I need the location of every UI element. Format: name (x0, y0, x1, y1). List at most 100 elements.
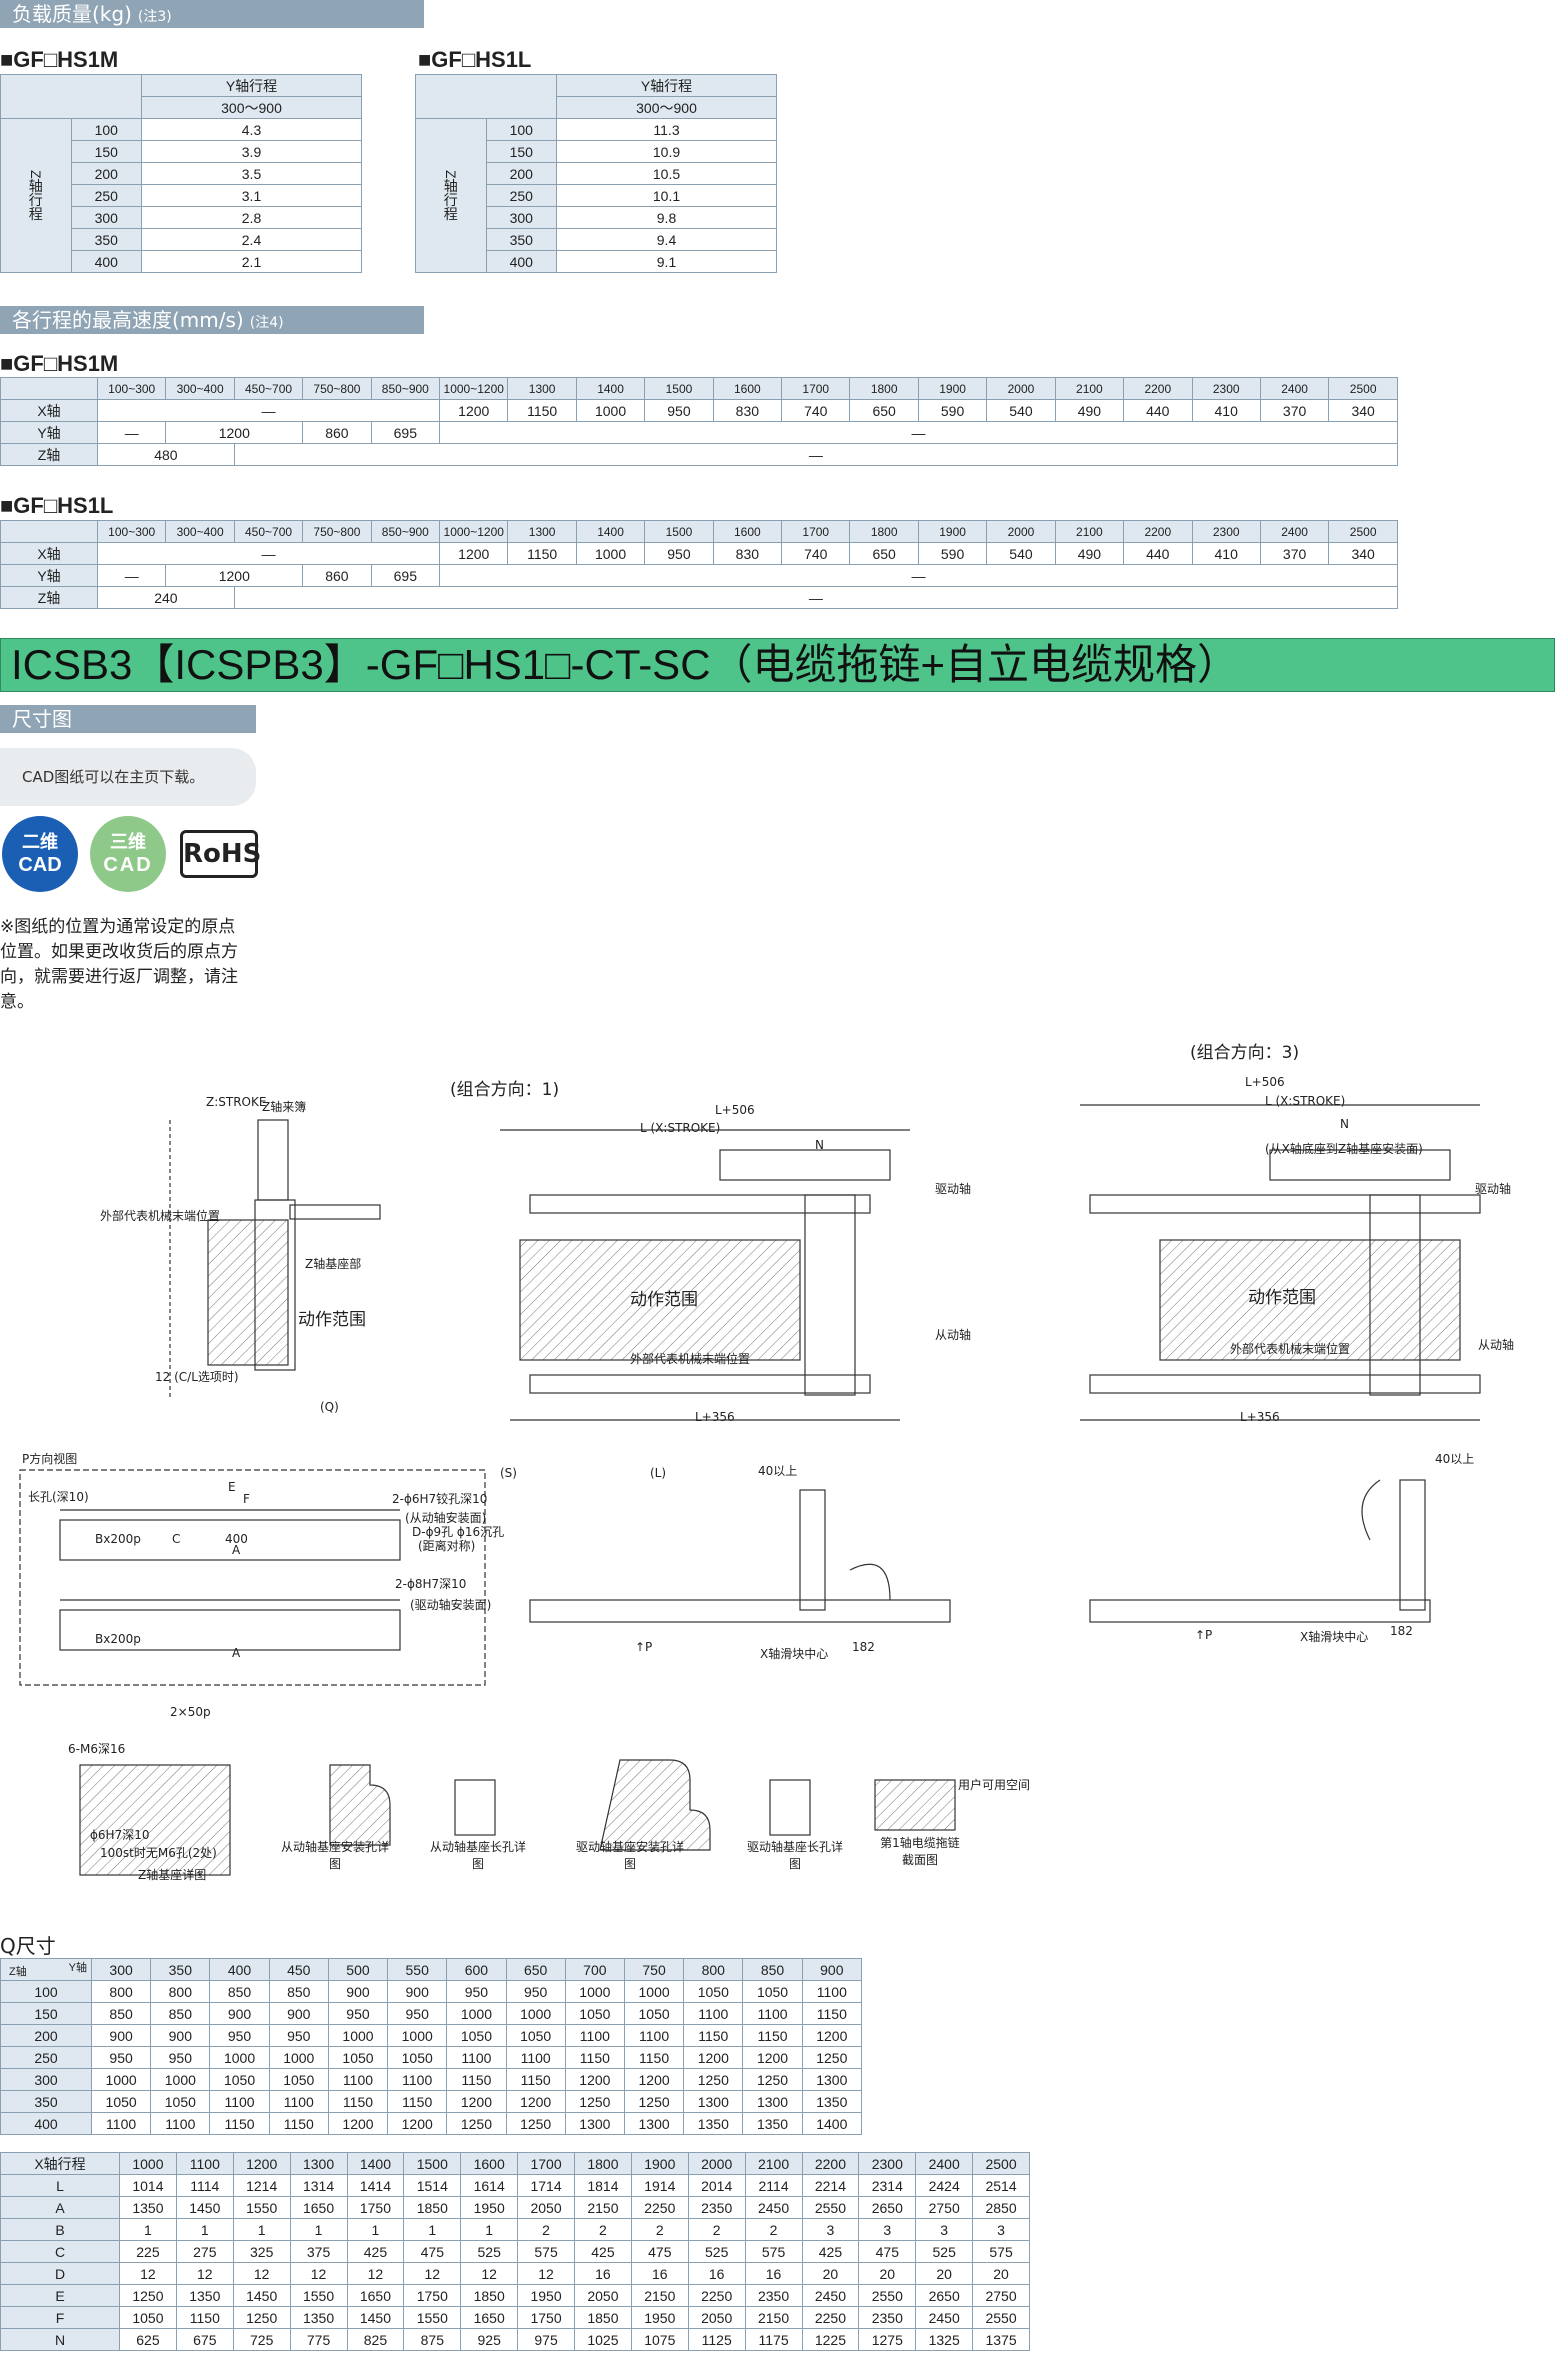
dash-cell: — (233, 443, 1399, 466)
z-header: 350 (0, 2090, 92, 2113)
speed-value: 480 (97, 443, 235, 466)
dim-value: 12 (175, 2262, 234, 2285)
cad-2d-badge[interactable]: 二维 CAD (2, 816, 78, 892)
load-value: 3.9 (141, 140, 362, 163)
speed-value: 650 (849, 399, 919, 422)
load-l-model: ■GF□HS1L (418, 47, 532, 72)
cad-download-note[interactable]: CAD图纸可以在主页下载。 (0, 748, 256, 806)
user-space-label: 用户可用空间 (958, 1778, 1031, 1792)
z-label: Z轴行程 (0, 118, 72, 273)
stroke100-label: 100st时无M6孔(2处) (100, 1846, 217, 1860)
dim-value: 3 (915, 2218, 974, 2241)
dim-value: 1025 (574, 2328, 632, 2351)
section-dim-label: 尺寸图 (12, 707, 72, 731)
speed-value: 1000 (575, 542, 646, 565)
q-value: 900 (150, 2024, 211, 2047)
q-value: 950 (327, 2002, 389, 2025)
x-slider-center-1: X轴滑块中心 (760, 1647, 829, 1661)
stroke-header: 1700 (781, 377, 851, 400)
dim-value: 2514 (972, 2174, 1030, 2197)
q-value: 1250 (742, 2068, 803, 2091)
speed-value: 340 (1328, 542, 1398, 565)
stroke-header: 2400 (1259, 520, 1330, 543)
cad-3d-badge[interactable]: 三维 CAD (90, 816, 166, 892)
x-header: 2000 (687, 2152, 746, 2175)
dim-value: 2850 (972, 2196, 1030, 2219)
motion-range-label-3: 动作范围 (1248, 1288, 1316, 1308)
x-header: 1600 (460, 2152, 519, 2175)
dim-value: 1750 (346, 2196, 405, 2219)
b200p-label-2: Bx200p (95, 1632, 141, 1646)
stroke-header: 2500 (1328, 520, 1398, 543)
zstroke-label: Z:STROKE (206, 1095, 267, 1109)
dim-value: 2450 (801, 2284, 860, 2307)
from-x-base-label: (从X轴底座到Z轴基座安装面) (1265, 1142, 1423, 1156)
dim-value: 2350 (687, 2196, 746, 2219)
dim-value: 1514 (403, 2174, 462, 2197)
dim-key: C (0, 2240, 120, 2263)
y-header: 900 (801, 1958, 863, 1981)
d182-label-3: 182 (1390, 1624, 1413, 1638)
q-value: 1300 (564, 2112, 625, 2135)
dash-cell: — (96, 421, 167, 444)
dim-value: 2014 (687, 2174, 746, 2197)
x-header: 2200 (801, 2152, 860, 2175)
chain-section-caption: 第1轴电缆拖链截面图 (880, 1836, 960, 1867)
speed-value: 1150 (507, 542, 577, 565)
z-stroke: 350 (70, 228, 142, 251)
dim-key: L (0, 2174, 120, 2197)
dim-value: 20 (972, 2262, 1030, 2285)
dim-value: 1050 (119, 2306, 177, 2329)
load-m-model: ■GF□HS1M (0, 47, 119, 72)
cad-3d-top: 三维 (110, 832, 146, 852)
q-value: 1050 (623, 2002, 685, 2025)
q-value: 1000 (90, 2068, 152, 2091)
load-value: 10.5 (556, 162, 777, 185)
corner-z: Z轴 (9, 1966, 27, 1978)
dash-cell: — (96, 399, 441, 422)
q-value: 1000 (268, 2046, 329, 2069)
dim-value: 775 (289, 2328, 348, 2351)
dim-value: 975 (517, 2328, 575, 2351)
dim-value: 1150 (175, 2306, 234, 2329)
z-stroke: 350 (485, 228, 557, 251)
dim-value: 1214 (232, 2174, 291, 2197)
drive-mount-label: (从动轴安装面) (405, 1511, 487, 1525)
y-header: 500 (327, 1958, 389, 1981)
dim-value: 1550 (403, 2306, 462, 2329)
q-value: 950 (209, 2024, 270, 2047)
stroke-header: 2300 (1191, 377, 1261, 400)
z-base-detail (79, 1764, 231, 1876)
l506-label-3: L+506 (1245, 1075, 1285, 1089)
stroke-header: 1300 (507, 377, 577, 400)
dim-value: 1850 (574, 2306, 632, 2329)
q-value: 1150 (505, 2068, 566, 2091)
z-base-label: Z轴基座部 (305, 1257, 362, 1271)
speed-value: 590 (917, 542, 988, 565)
dim-key: E (0, 2284, 120, 2307)
q-value: 1350 (683, 2112, 744, 2135)
over40-label-3: 40以上 (1435, 1452, 1475, 1466)
axis-label: Y轴 (0, 564, 98, 587)
z-stroke: 250 (70, 184, 142, 207)
q-value: 1050 (742, 1980, 803, 2003)
dim-value: 2314 (858, 2174, 917, 2197)
speed-value: 340 (1328, 399, 1398, 422)
z-stroke: 300 (485, 206, 557, 229)
l356-label-3: L+356 (1240, 1410, 1280, 1424)
dim-value: 20 (858, 2262, 917, 2285)
dim-value: 2550 (858, 2284, 917, 2307)
q-value: 950 (446, 1980, 507, 2003)
q-value: 1100 (387, 2068, 448, 2091)
ext-mech-label-1: 外部代表机械末端位置 (630, 1352, 751, 1366)
v400-label-1: 400 (225, 1532, 248, 1546)
stroke-header: 850~900 (370, 520, 441, 543)
